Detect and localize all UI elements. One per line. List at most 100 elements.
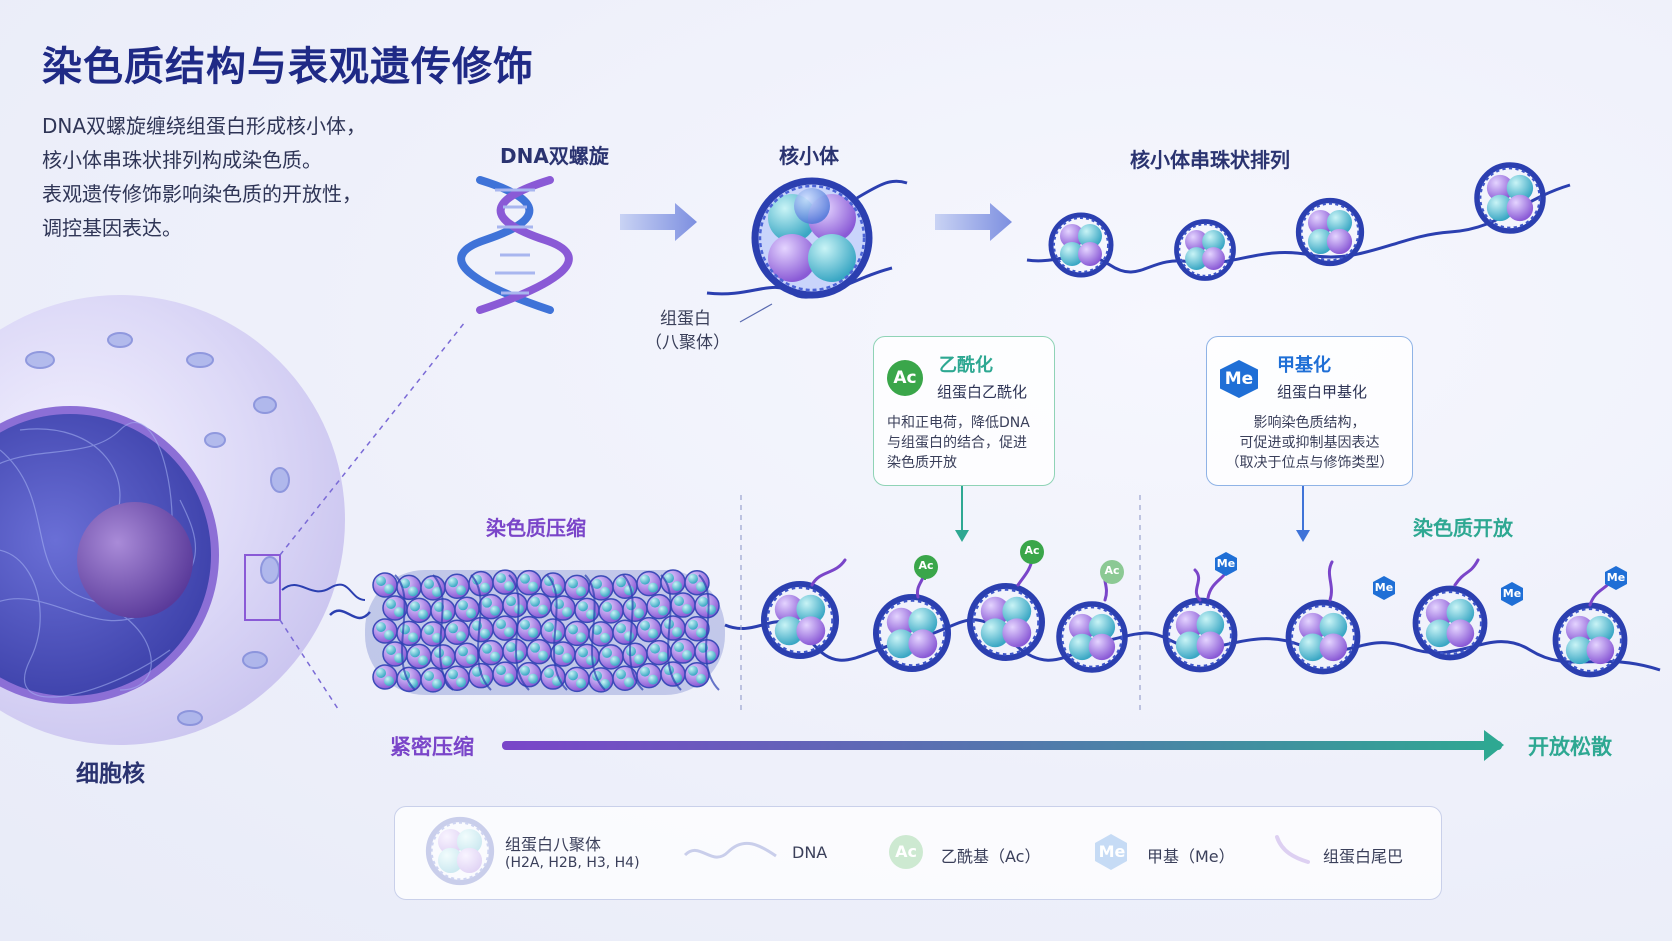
intro-line: DNA双螺旋缠绕组蛋白形成核小体， xyxy=(42,114,367,138)
compact-nucleosome xyxy=(372,618,398,644)
compact-dna-coil xyxy=(508,574,530,691)
nucleosome-icon xyxy=(706,177,908,299)
compact-nucleosome xyxy=(454,642,480,669)
compact-nucleosome xyxy=(540,618,566,644)
legend-acetyl-label: 乙酰基（Ac） xyxy=(941,847,1041,866)
compact-nucleosome xyxy=(564,574,590,601)
compact-nucleosome xyxy=(502,638,528,664)
compact-nucleosome xyxy=(612,619,638,645)
intro-text: DNA双螺旋缠绕组蛋白形成核小体， 核小体串珠状排列构成染色质。 表观遗传修饰影… xyxy=(42,109,442,245)
methylation-line: 影响染色质结构， xyxy=(1253,415,1366,431)
compact-nucleosome xyxy=(516,615,542,642)
methylation-subtitle: 组蛋白甲基化 xyxy=(1277,383,1368,401)
compact-nucleosome xyxy=(478,593,504,620)
methyl-badge-icon: Me xyxy=(1216,557,1236,570)
methylation-title: 甲基化 xyxy=(1277,355,1331,376)
compact-nucleosome xyxy=(406,643,432,670)
compact-nucleosome xyxy=(564,666,590,693)
compact-dna-coil xyxy=(584,574,606,691)
intro-line: 核小体串珠状排列构成染色质。 xyxy=(42,148,322,172)
legend-octamer-sublabel: (H2A, H2B, H3, H4) xyxy=(505,855,640,871)
open-chromatin-dna xyxy=(724,618,1661,672)
page-title: 染色质结构与表观遗传修饰 xyxy=(42,44,534,90)
acetyl-badge-icon xyxy=(914,540,1124,584)
compact-nucleosome xyxy=(636,616,662,643)
acetylation-subtitle: 组蛋白乙酰化 xyxy=(937,383,1028,401)
compact-dna-coil xyxy=(660,574,682,691)
compact-nucleosome xyxy=(430,644,456,670)
legend: 组蛋白八聚体 (H2A, H2B, H3, H4) DNA Ac 乙酰基（Ac）… xyxy=(394,806,1442,900)
compact-dna-coil xyxy=(394,574,416,691)
legend-acetyl-badge: Ac xyxy=(895,842,917,861)
gradient-left-label: 紧密压缩 xyxy=(390,735,474,759)
acetylation-title: 乙酰化 xyxy=(939,355,993,376)
compact-nucleosome xyxy=(598,598,624,624)
compact-dna-coil xyxy=(622,574,644,691)
compact-nucleosome xyxy=(526,638,552,665)
histone-label-sub: （八聚体） xyxy=(645,333,730,353)
arrow-right-icon xyxy=(935,203,1012,241)
compact-nucleosome xyxy=(444,619,470,646)
compact-nucleosome xyxy=(550,595,576,621)
compact-nucleosome xyxy=(502,592,528,618)
compact-nucleosome xyxy=(660,661,686,687)
compact-nucleosome xyxy=(516,661,542,688)
acetyl-badge-icon: Ac xyxy=(918,559,934,572)
compaction-gradient-bar xyxy=(502,730,1504,761)
open-label: 染色质开放 xyxy=(1413,516,1513,540)
legend-tail-label: 组蛋白尾巴 xyxy=(1323,847,1404,866)
methyl-badge-icon: Me xyxy=(1374,581,1394,594)
nucleolus xyxy=(77,502,193,618)
arrow-down-icon xyxy=(1296,486,1310,542)
acetylation-callout: Ac 乙酰化 组蛋白乙酰化 中和正电荷，降低DNA 与组蛋白的结合，促进 染色质… xyxy=(873,336,1055,486)
compact-label: 染色质压缩 xyxy=(486,516,586,540)
compact-nucleosome xyxy=(684,615,710,642)
compact-nucleosome xyxy=(670,638,696,664)
intro-line: 表观遗传修饰影响染色质的开放性， xyxy=(42,182,362,206)
compact-nucleosome xyxy=(492,615,518,641)
arrow-down-icon xyxy=(955,486,969,542)
methyl-badge-icon: Me xyxy=(1606,571,1626,584)
compact-nucleosome xyxy=(612,665,638,691)
cell-vesicles xyxy=(19,332,290,726)
compact-nucleosome xyxy=(622,596,648,622)
acetyl-badge-icon: Ac xyxy=(1104,564,1120,577)
acetylation-line: 与组蛋白的结合，促进 xyxy=(887,435,1027,451)
nucleus-label: 细胞核 xyxy=(76,761,145,787)
compact-nucleosome xyxy=(396,666,422,693)
legend-methyl-badge: Me xyxy=(1098,842,1126,861)
open-nucleosomes xyxy=(764,584,1625,675)
zoom-dna-strand xyxy=(281,583,366,601)
stage-label-dna: DNA双螺旋 xyxy=(500,144,609,168)
gradient-right-label: 开放松散 xyxy=(1528,735,1612,759)
dna-helix-icon xyxy=(457,176,573,314)
acetyl-badge-icon: Ac xyxy=(887,360,923,396)
compact-nucleosome xyxy=(516,569,542,596)
stage-label-beads: 核小体串珠状排列 xyxy=(1130,148,1290,172)
compact-nucleosome xyxy=(492,661,518,687)
compact-nucleosome xyxy=(540,664,566,690)
methyl-badge-icon: Me xyxy=(1502,587,1522,600)
acetyl-badge-icon: Ac xyxy=(1024,544,1040,557)
acetylation-line: 中和正电荷，降低DNA xyxy=(887,415,1030,431)
compact-nucleosome xyxy=(660,615,686,641)
beads-on-string xyxy=(1026,165,1571,279)
methylation-line: （取决于位点与修饰类型） xyxy=(1225,455,1394,471)
intro-line: 调控基因表达。 xyxy=(42,216,182,240)
methylation-callout: Me 甲基化 组蛋白甲基化 影响染色质结构， 可促进或抑制基因表达 （取决于位点… xyxy=(1206,336,1413,486)
compact-nucleosome xyxy=(684,661,710,688)
compact-dna-coil xyxy=(432,574,454,691)
compact-nucleosome xyxy=(636,662,662,689)
compact-nucleosome xyxy=(396,574,422,601)
stage-label-nucleosome: 核小体 xyxy=(779,144,839,168)
compact-nucleosome xyxy=(564,620,590,647)
compact-nucleosome xyxy=(454,596,480,623)
compact-nucleosome xyxy=(646,593,672,620)
methylation-line: 可促进或抑制基因表达 xyxy=(1239,435,1380,451)
legend-dna-label: DNA xyxy=(792,843,828,862)
compact-nucleosome xyxy=(420,667,446,693)
histone-label: 组蛋白 xyxy=(660,309,711,329)
legend-octamer-label: 组蛋白八聚体 xyxy=(505,835,602,854)
